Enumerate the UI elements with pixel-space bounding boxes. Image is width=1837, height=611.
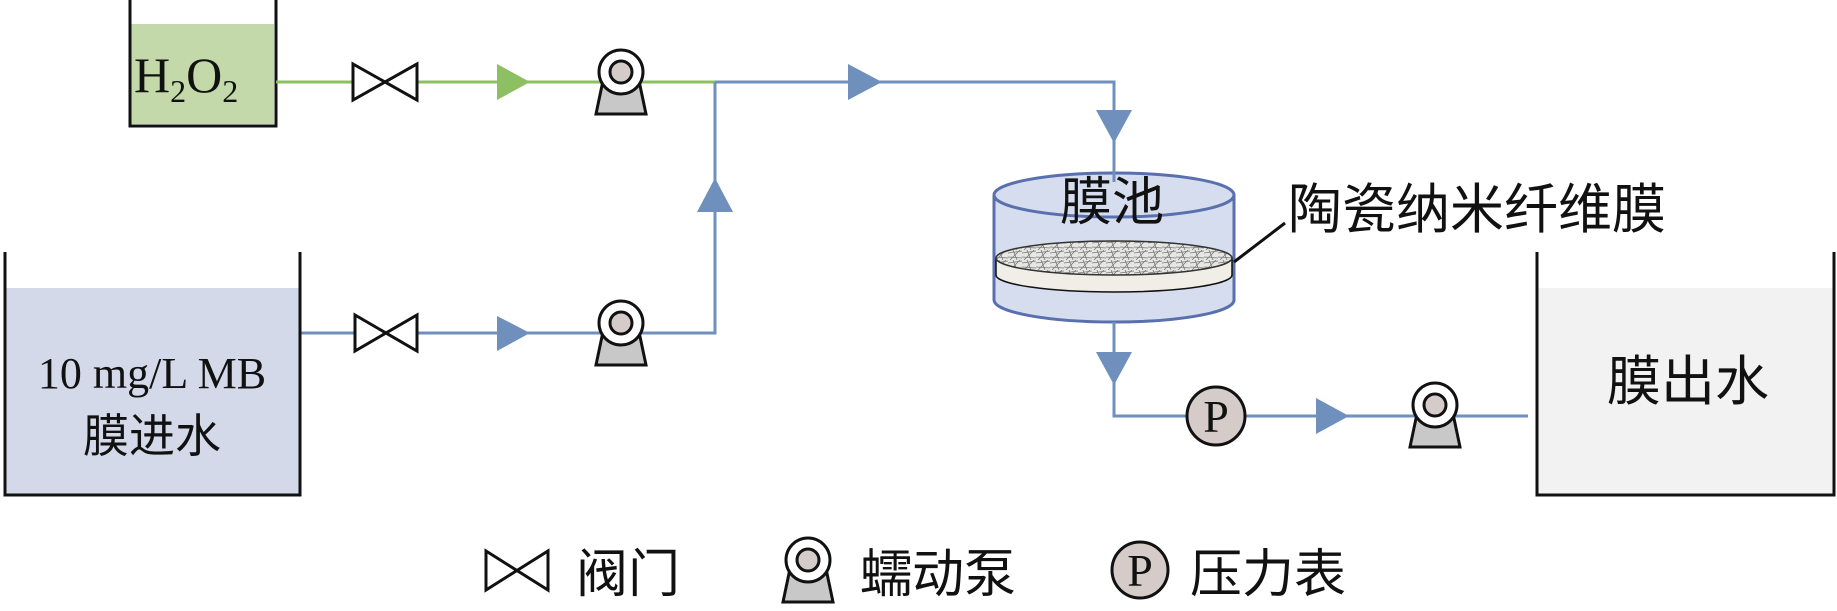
- flow-arrow-main: [848, 64, 882, 100]
- valve-icon: [351, 61, 419, 103]
- feed-tank: 10 mg/L MB 膜进水: [3, 252, 302, 497]
- pressure-gauge-icon: [1185, 385, 1247, 447]
- flow-arrow-down-inlet: [1096, 110, 1132, 143]
- h2o2-label: H2O2: [134, 47, 238, 109]
- flow-arrow-feed: [497, 316, 530, 351]
- feed-label-2: 膜进水: [83, 411, 221, 462]
- flow-arrow-h2o2: [497, 64, 530, 100]
- legend-item-gauge: P 压力表: [1110, 540, 1346, 604]
- svg-text:阀门: 阀门: [576, 547, 680, 604]
- main-feed-pipe: [715, 80, 1116, 180]
- ceramic-membrane: [995, 240, 1233, 293]
- h2o2-tank-wall: [128, 0, 278, 128]
- flow-arrow-outlet: [1316, 398, 1349, 434]
- pressure-gauge[interactable]: P: [1185, 385, 1247, 447]
- membrane-label: 陶瓷纳米纤维膜: [1288, 180, 1666, 240]
- effluent-label: 膜出水: [1607, 352, 1769, 412]
- valve-h2o2[interactable]: [351, 61, 419, 103]
- svg-text:蠕动泵: 蠕动泵: [860, 547, 1016, 604]
- flow-arrow-up: [697, 178, 733, 212]
- effluent-tank: 膜出水: [1535, 252, 1836, 497]
- feed-label-1: 10 mg/L MB: [38, 349, 266, 398]
- flow-arrow-down-outlet: [1096, 352, 1132, 385]
- valve-feed[interactable]: [353, 312, 419, 354]
- valve-icon: [484, 548, 550, 593]
- pump-outlet[interactable]: [1408, 381, 1462, 449]
- h2o2-tank: H2O2: [128, 0, 278, 128]
- pump-feed[interactable]: [594, 299, 648, 367]
- legend-item-valve: 阀门: [484, 547, 680, 604]
- pump-h2o2[interactable]: [594, 48, 648, 116]
- svg-text:压力表: 压力表: [1190, 547, 1346, 604]
- membrane-tank: 膜池: [992, 143, 1236, 324]
- membrane-leader-line: [1233, 221, 1286, 264]
- feed-pipe: [300, 82, 717, 335]
- h2o2-liquid: [130, 24, 274, 124]
- svg-text:P: P: [1127, 545, 1153, 596]
- legend-item-pump: 蠕动泵: [781, 536, 1016, 604]
- feed-liquid: [5, 288, 300, 495]
- legend: 阀门 蠕动泵 P 压力表: [484, 536, 1346, 604]
- svg-text:P: P: [1203, 391, 1229, 442]
- membrane-tank-label: 膜池: [1060, 175, 1164, 232]
- valve-icon: [353, 312, 419, 354]
- pressure-gauge-icon: [1110, 540, 1170, 600]
